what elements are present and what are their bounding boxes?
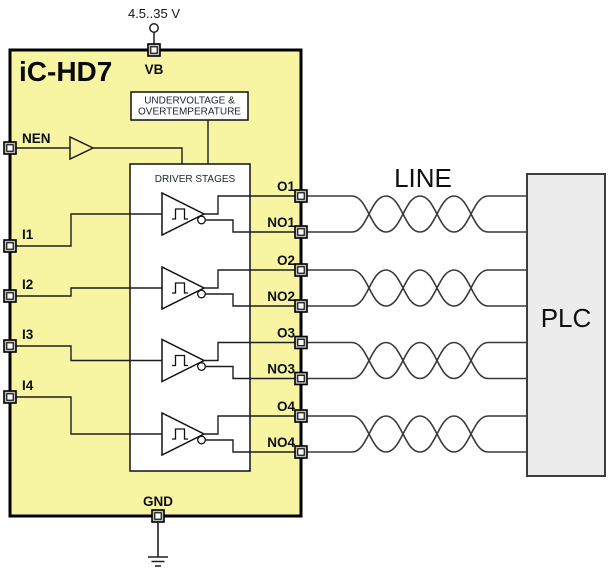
- no1-pin-inner: [297, 228, 305, 236]
- twisted-pair-lines: [307, 195, 527, 453]
- no2-pin-inner: [297, 302, 305, 310]
- i4-pin-label: I4: [22, 378, 34, 393]
- no1-wire: [205, 219, 301, 233]
- no3-wire: [205, 365, 301, 380]
- pair-4-wire-a: [307, 415, 527, 453]
- undervoltage-box: [130, 91, 249, 121]
- no3-pin-label: NO3: [267, 362, 295, 377]
- nen-pin-inner: [6, 144, 14, 152]
- vb-pin-label: VB: [145, 62, 164, 77]
- gnd-pin-label: GND: [143, 494, 173, 509]
- driver-symbols: [16, 191, 301, 457]
- o1-pin-label: O1: [277, 179, 296, 194]
- o3-pin-inner: [297, 338, 305, 347]
- hysteresis-icon-1: [172, 208, 188, 220]
- no4-pin-label: NO4: [267, 435, 295, 450]
- o2-pin-inner: [297, 266, 305, 274]
- inverter-bubble-icon-4: [197, 435, 206, 445]
- gnd-pin-inner: [154, 512, 162, 520]
- chip-pins: [3, 43, 308, 523]
- o4-pin-label: O4: [277, 399, 296, 414]
- no4-pin-inner: [297, 448, 305, 456]
- nen-wire-out: [93, 147, 183, 164]
- plc-label: PLC: [541, 303, 592, 333]
- driver-triangle-3: [161, 338, 206, 383]
- driver-triangle-4: [161, 411, 206, 457]
- ground-symbol-icon: [148, 522, 168, 567]
- pair-3-wire-b: [307, 341, 527, 380]
- enable-path: NEN: [16, 131, 183, 164]
- o3-pin-label: O3: [277, 326, 296, 341]
- undervoltage-label-line2: OVERTEMPERATURE: [138, 107, 241, 118]
- undervoltage-label-line1: UNDERVOLTAGE &: [144, 96, 235, 107]
- o2-wire: [204, 269, 301, 289]
- chip-title: iC-HD7: [19, 56, 112, 87]
- input-wire-i1: [16, 213, 162, 247]
- driver-triangle-2: [161, 265, 206, 311]
- i2-pin-inner: [6, 292, 14, 300]
- supply-voltage-label: 4.5..35 V: [128, 6, 180, 21]
- nen-pin-label: NEN: [22, 131, 51, 146]
- supply-terminal: 4.5..35 V VB: [128, 6, 180, 77]
- o3-wire: [204, 341, 301, 362]
- o1-wire: [204, 195, 301, 215]
- driver-stages-label: DRIVER STAGES: [155, 174, 236, 185]
- o4-wire: [204, 415, 301, 435]
- i4-pin-inner: [6, 393, 14, 401]
- pair-2-wire-a: [307, 269, 527, 307]
- no2-pin-label: NO2: [267, 289, 295, 304]
- line-label: LINE: [394, 163, 452, 193]
- hysteresis-icon-4: [172, 428, 188, 440]
- input-wire-i4: [16, 396, 162, 435]
- supply-terminal-circle: [149, 23, 159, 33]
- o1-pin-inner: [297, 192, 305, 200]
- driver-triangle-1: [161, 191, 206, 237]
- input-wire-i2: [16, 287, 162, 297]
- hysteresis-icon-3: [172, 354, 188, 367]
- i2-pin-label: I2: [22, 277, 33, 292]
- i3-pin-label: I3: [22, 327, 34, 342]
- no4-wire: [205, 439, 301, 453]
- inverter-bubble-icon-1: [197, 215, 206, 225]
- no3-pin-inner: [297, 374, 305, 383]
- i1-pin-label: I1: [22, 227, 34, 242]
- i3-pin-inner: [6, 342, 14, 350]
- vb-pin-inner: [150, 46, 158, 54]
- pair-4-wire-b: [307, 415, 527, 453]
- enable-buffer-icon: [69, 135, 95, 161]
- input-wire-i3: [16, 345, 162, 362]
- o2-pin-label: O2: [277, 253, 295, 268]
- inverter-bubble-icon-2: [197, 289, 206, 299]
- hysteresis-icon-2: [172, 282, 188, 294]
- pair-1-wire-a: [307, 195, 527, 233]
- pair-1-wire-b: [307, 195, 527, 233]
- o4-pin-inner: [297, 412, 305, 420]
- i1-pin-inner: [6, 242, 14, 250]
- pair-3-wire-a: [307, 341, 527, 380]
- ground-terminal: GND: [143, 494, 173, 567]
- no2-wire: [205, 293, 301, 307]
- no1-pin-label: NO1: [267, 215, 295, 230]
- undervoltage-overtemperature-block: UNDERVOLTAGE & OVERTEMPERATURE: [130, 91, 249, 164]
- pair-2-wire-b: [307, 269, 527, 307]
- plc-block: [526, 173, 606, 477]
- inverter-bubble-icon-3: [197, 362, 206, 371]
